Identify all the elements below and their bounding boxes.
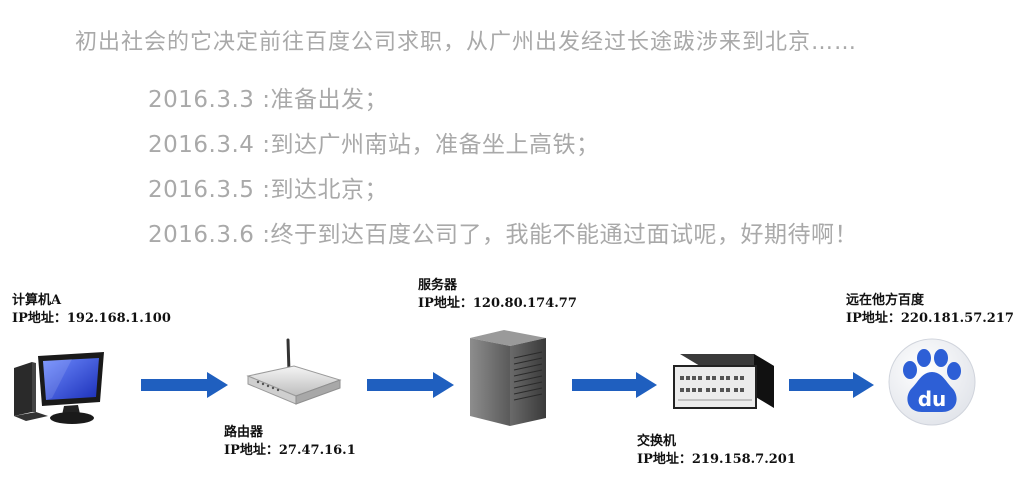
timeline-entry: 2016.3.6 :终于到达百度公司了，我能不能通过面试呢，好期待啊！ <box>148 222 858 248</box>
arrow-right-icon <box>572 372 657 398</box>
intro-text: 初出社会的它决定前往百度公司求职，从广州出发经过长途跋涉来到北京…… <box>75 30 858 55</box>
server-label: 服务器 IP地址：120.80.174.77 <box>418 277 577 313</box>
arrow-right-icon <box>789 372 874 398</box>
switch-label: 交换机 IP地址：219.158.7.201 <box>637 433 796 469</box>
baidu-logo-text: du <box>918 387 947 411</box>
computer-label: 计算机A IP地址：192.168.1.100 <box>12 292 171 328</box>
arrow-right-icon <box>141 372 228 398</box>
server-ip: IP地址：120.80.174.77 <box>418 296 577 311</box>
router-ip: IP地址：27.47.16.1 <box>224 443 356 458</box>
server-name: 服务器 <box>418 278 458 293</box>
router-label: 路由器 IP地址：27.47.16.1 <box>224 424 356 460</box>
baidu-name: 远在他方百度 <box>846 293 925 308</box>
baidu-ip: IP地址：220.181.57.217 <box>846 311 1014 326</box>
switch-icon <box>673 354 774 409</box>
computer-name: 计算机A <box>12 293 62 308</box>
timeline-list: 2016.3.3 :准备出发； 2016.3.4 :到达广州南站，准备坐上高铁；… <box>148 78 858 258</box>
baidu-logo-icon: du <box>888 338 976 426</box>
server-icon <box>470 330 546 426</box>
timeline-entry: 2016.3.4 :到达广州南站，准备坐上高铁； <box>148 132 600 158</box>
arrow-right-icon <box>367 372 454 398</box>
computer-ip: IP地址：192.168.1.100 <box>12 311 171 326</box>
router-icon <box>246 338 342 405</box>
switch-ip: IP地址：219.158.7.201 <box>637 452 796 467</box>
timeline-entry: 2016.3.3 :准备出发； <box>148 87 388 113</box>
timeline-entry: 2016.3.5 :到达北京； <box>148 177 388 203</box>
router-name: 路由器 <box>224 425 264 440</box>
baidu-label: 远在他方百度 IP地址：220.181.57.217 <box>846 292 1014 328</box>
computer-icon <box>14 352 104 424</box>
switch-name: 交换机 <box>637 434 677 449</box>
